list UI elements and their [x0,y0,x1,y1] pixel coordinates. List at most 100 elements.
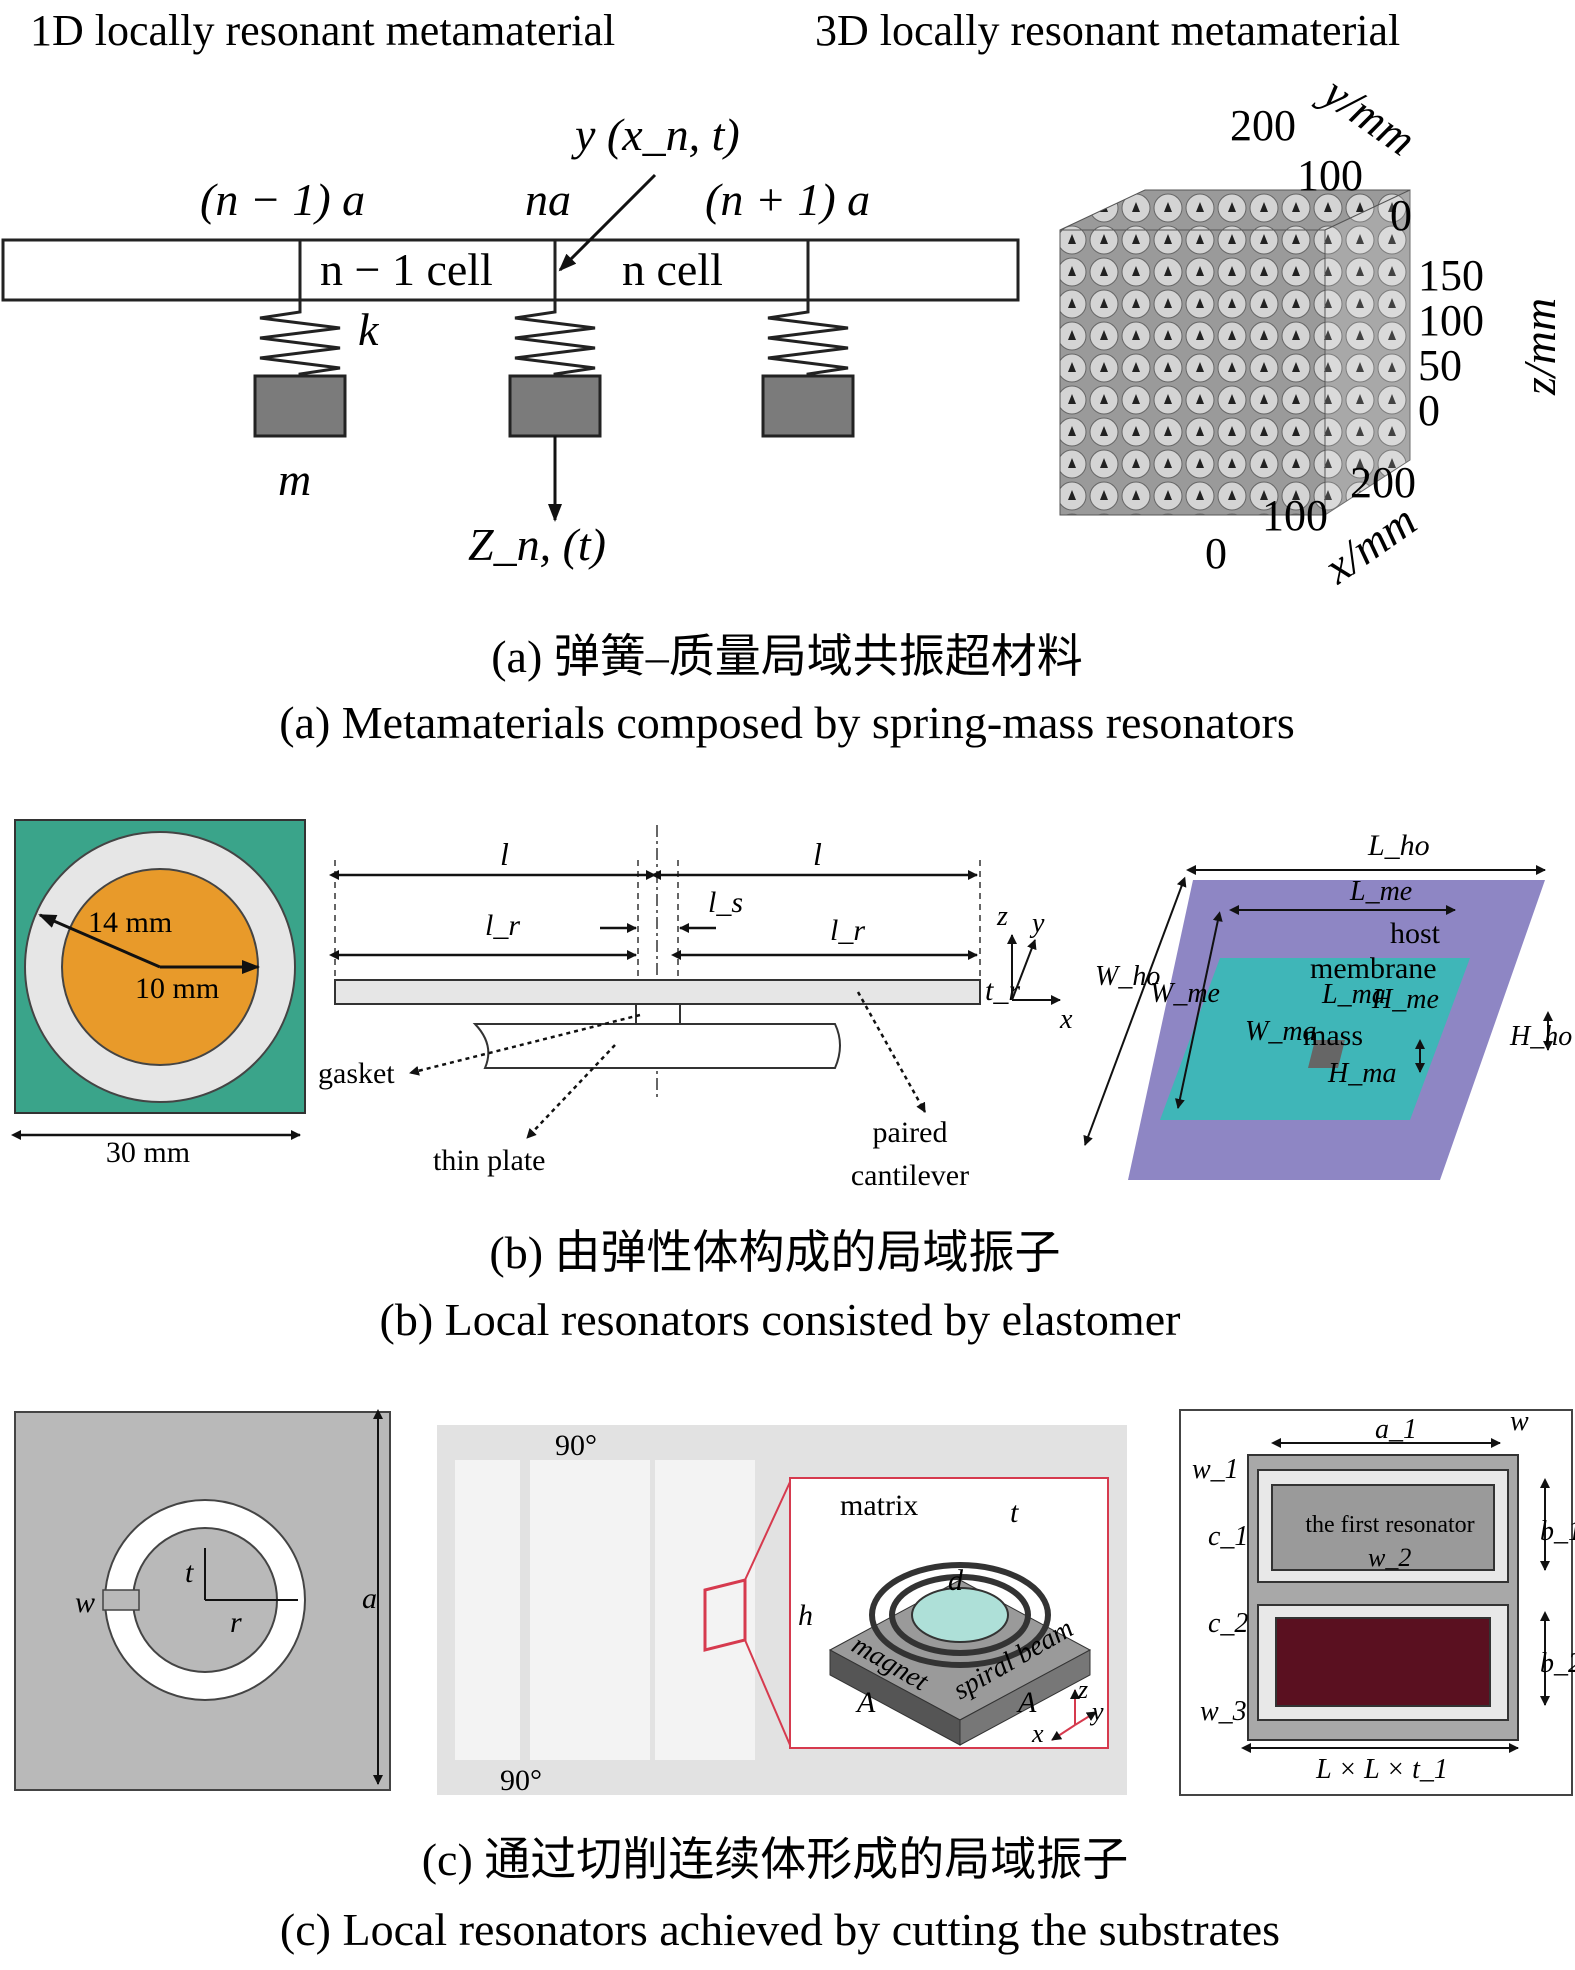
axis-y-tick-100: 100 [1297,151,1363,200]
plate-pointer [526,1044,616,1139]
label-l-right: l [813,836,822,872]
unit-right [959,1649,1091,1746]
axis-y-label-b: y [1029,908,1045,939]
dim-30mm: 30 mm [106,1136,190,1169]
label-m: m [278,454,311,505]
label-mass: mass [1303,1019,1363,1052]
beam [1,238,1020,302]
thin-plate [472,1023,841,1069]
spring-3 [767,300,849,376]
label-l-left: l [500,836,509,872]
axis-y-tick-0: 0 [1390,191,1412,240]
caption-a-en: (a) Metamaterials composed by spring-mas… [279,697,1295,748]
label-lr-right: l_r [830,914,865,947]
mass-block [1308,1040,1345,1068]
label-r-c: r [230,1606,242,1639]
label-t-c2: t [1010,1496,1019,1529]
label-cantilever: cantilever [851,1159,969,1192]
label-Who: W_ho [1095,961,1160,992]
dim-Wme [1174,911,1223,1109]
label-gasket: gasket [318,1057,395,1090]
label-LLt: L × L × t_1 [1315,1754,1448,1785]
second-resonator [1275,1617,1491,1707]
axis-y-c [1074,1711,1097,1726]
label-a1: a_1 [1375,1414,1417,1445]
mass-1 [253,374,347,438]
spring-1 [259,300,341,376]
label-c2: c_2 [1208,1608,1248,1639]
cantilever-pointer [856,991,927,1113]
cube-front-face [1059,229,1326,516]
mass-3 [761,374,855,438]
label-ls: l_s [708,886,743,919]
label-n-minus-1-a: (n − 1) a [200,174,365,225]
dim-Who [1083,876,1187,1146]
label-t-c: t [185,1556,194,1589]
axis-x-tick-200: 200 [1350,458,1416,507]
label-d: d [948,1564,964,1597]
label-cell-n-minus-1: n − 1 cell [320,244,493,295]
axis-x-label-c: x [1031,1719,1044,1748]
caption-a-cn: (a) 弹簧–质量局域共振超材料 [491,631,1083,682]
dual-resonator: a_1 w w_1 c_1 the first resonator w_2 b_… [1179,1406,1575,1796]
label-a-c: a [362,1582,377,1615]
caption-c-cn: (c) 通过切削连续体形成的局域振子 [422,1834,1129,1885]
first-resonator [1271,1484,1495,1571]
axis-x-label-b: x [1059,1004,1073,1035]
label-w3: w_3 [1200,1696,1247,1727]
axis-x-tick-0: 0 [1205,529,1227,578]
caption-c-en: (c) Local resonators achieved by cutting… [280,1904,1280,1955]
label-tr: t_r [985,974,1020,1007]
cantilever-diagram: l l l_r l_r l_s t_r z y x gasket thin pl… [318,825,1073,1192]
ring-resonator-b: 14 mm 10 mm 30 mm [11,819,306,1169]
axis-z-title: z/mm [1514,298,1565,396]
ring-gap [102,1589,140,1611]
mass-2 [508,374,602,438]
label-host: host [1390,917,1441,950]
axis-y-label-c: y [1089,1697,1104,1726]
label-first-res: the first resonator [1305,1512,1474,1538]
label-w-top: w [1510,1406,1529,1437]
dim-10mm: 10 mm [135,972,219,1005]
spring-2 [514,300,596,376]
label-thin-plate: thin plate [433,1144,545,1177]
cube-side-face [1324,189,1411,516]
label-w1: w_1 [1192,1454,1239,1485]
axis-z-label-c: z [1077,1675,1088,1704]
label-A2: A [1016,1686,1037,1719]
label-b1: b_1 [1540,1516,1575,1547]
axis-z-tick-150: 150 [1418,251,1484,300]
label-h: h [798,1599,813,1632]
label-c1: c_1 [1208,1521,1248,1552]
radius-14 [38,913,161,969]
zoom-line-bot [744,1639,791,1746]
label-matrix: matrix [840,1489,918,1522]
label-lr-left: l_r [485,909,520,942]
label-Lme: L_me [1349,876,1412,907]
axis-x-c [1051,1724,1076,1741]
axis-x-tick-100: 100 [1262,491,1328,540]
spiral-outer [869,1562,1051,1668]
label-k: k [358,304,380,355]
dim-14mm: 14 mm [88,906,172,939]
title-1d: 1D locally resonant metamaterial [30,6,615,55]
axis-z-tick-50: 50 [1418,341,1462,390]
arrow-y [558,173,657,272]
label-Hho: H_ho [1509,1021,1572,1052]
label-cell-n: n cell [622,244,723,295]
cell-grid [455,1460,755,1760]
label-90-bottom: 90° [500,1764,542,1797]
membrane-resonator: L_ho L_me host membrane W_ho W_me L_ma H… [1083,829,1572,1180]
cantilever-beam [334,979,981,1005]
label-w2: w_2 [1368,1543,1411,1572]
zoom-line-top [744,1481,791,1581]
axis-z-label-b: z [996,901,1008,932]
membrane [1160,958,1470,1120]
axis-z-tick-0: 0 [1418,386,1440,435]
axis-y-b [1011,939,1037,1001]
label-Wma: W_ma [1245,1016,1317,1047]
label-Lho: L_ho [1367,829,1430,862]
caption-b-cn: (b) 由弹性体构成的局域振子 [489,1227,1060,1278]
label-Hme: H_me [1371,984,1439,1015]
